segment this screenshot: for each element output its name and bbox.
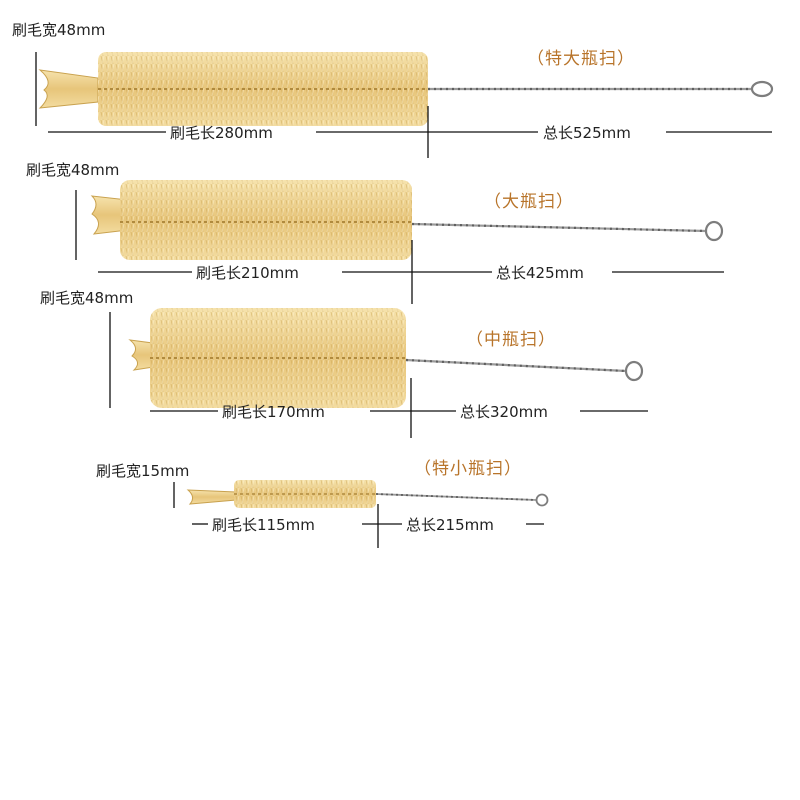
brush-name-xl: （特大瓶扫） — [527, 49, 635, 69]
brush-group-xl: （特大瓶扫） 刷毛宽48mm 刷毛长280mm 总长525mm — [12, 21, 774, 158]
bristle-length-label-xs: 刷毛长115mm — [212, 516, 315, 534]
total-length-label-xs: 总长215mm — [406, 516, 494, 534]
brush-name-xs: （特小瓶扫） — [414, 459, 522, 479]
brush-name-medium: （中瓶扫） — [466, 330, 556, 350]
bristle-length-label-xl: 刷毛长280mm — [170, 124, 273, 142]
brush-group-medium: （中瓶扫） 刷毛宽48mm 刷毛长170mm 总长320mm — [40, 289, 648, 438]
bristle-length-label-large: 刷毛长210mm — [196, 264, 299, 282]
brush-group-xs: （特小瓶扫） 刷毛宽15mm 刷毛长115mm 总长215mm — [96, 459, 549, 548]
width-label-xl: 刷毛宽48mm — [12, 21, 105, 39]
width-label-large: 刷毛宽48mm — [26, 161, 119, 179]
brush-illustration-large — [90, 180, 724, 260]
brush-name-large: （大瓶扫） — [484, 192, 574, 212]
total-length-label-medium: 总长320mm — [460, 403, 548, 421]
width-label-medium: 刷毛宽48mm — [40, 289, 133, 307]
bristle-length-label-medium: 刷毛长170mm — [222, 403, 325, 421]
brush-illustration-xs — [186, 480, 549, 508]
width-label-xs: 刷毛宽15mm — [96, 462, 189, 480]
brush-group-large: （大瓶扫） 刷毛宽48mm 刷毛长210mm 总长425mm — [26, 161, 724, 304]
total-length-label-xl: 总长525mm — [543, 124, 631, 142]
brush-illustration-medium — [128, 308, 644, 408]
brush-illustration-xl — [38, 52, 774, 126]
total-length-label-large: 总长425mm — [496, 264, 584, 282]
